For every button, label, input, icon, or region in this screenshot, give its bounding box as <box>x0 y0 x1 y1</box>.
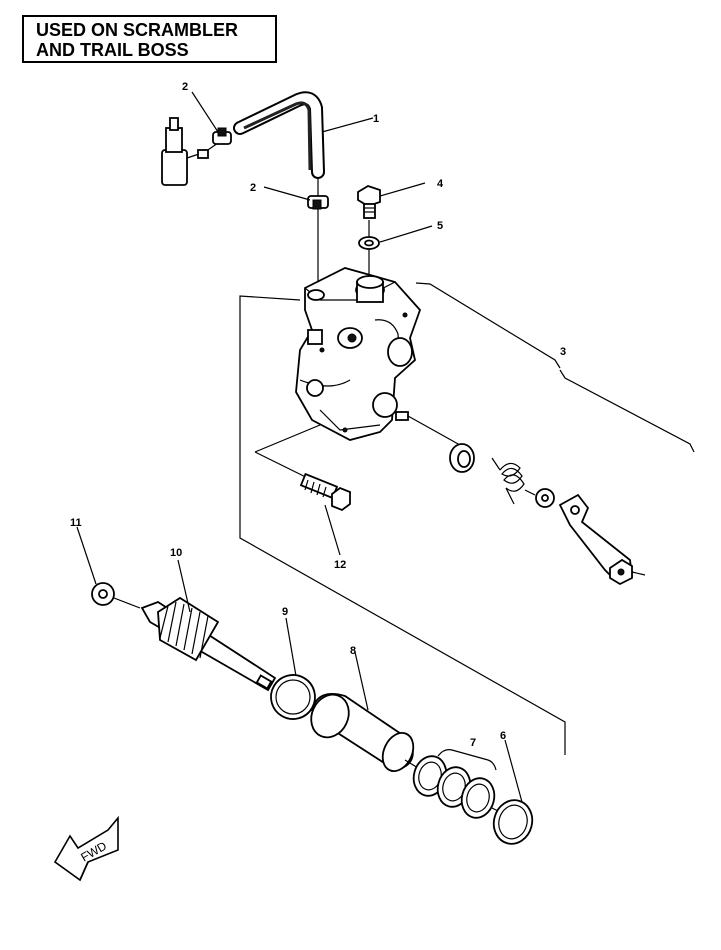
callout-2-upper: 2 <box>182 81 188 93</box>
note-line-1: USED ON SCRAMBLER <box>36 20 239 40</box>
callout-1: 1 <box>373 113 379 125</box>
hose-clamp-lower <box>307 195 329 210</box>
leader-lines <box>76 91 695 803</box>
oil-hose <box>204 91 325 290</box>
callout-7: 7 <box>470 737 476 749</box>
callout-8: 8 <box>350 645 356 657</box>
o-ring-small <box>492 799 534 845</box>
banjo-bolt <box>357 185 381 278</box>
return-spring <box>491 457 536 505</box>
applicability-note: USED ON SCRAMBLER AND TRAIL BOSS <box>22 15 277 63</box>
callout-6: 6 <box>500 730 506 742</box>
housing-sleeve <box>310 692 419 772</box>
note-line-2: AND TRAIL BOSS <box>36 40 189 60</box>
callout-3: 3 <box>560 346 566 358</box>
lever-washer <box>535 488 555 508</box>
callout-5: 5 <box>437 220 443 232</box>
seal-ring-set <box>412 749 501 819</box>
control-lever <box>558 493 646 586</box>
drive-gear-shaft <box>140 596 283 692</box>
callout-11: 11 <box>70 517 82 529</box>
pump-collar <box>449 443 475 473</box>
mounting-bolt <box>299 472 351 512</box>
sealing-washer <box>358 236 380 250</box>
forward-arrow-icon: FWD <box>53 815 119 882</box>
oil-pump-body <box>295 267 461 446</box>
callout-10: 10 <box>170 547 182 559</box>
callout-numbers: 1 2 2 3 4 5 6 7 8 9 10 11 12 <box>70 81 566 749</box>
hose-clamp-upper <box>197 127 232 159</box>
o-ring-large <box>270 674 316 720</box>
callout-2-lower: 2 <box>250 182 256 194</box>
callout-9: 9 <box>282 606 288 618</box>
thrust-washer <box>91 582 141 609</box>
callout-4: 4 <box>437 178 444 190</box>
vent-fitting <box>161 117 206 186</box>
callout-12: 12 <box>334 559 346 571</box>
